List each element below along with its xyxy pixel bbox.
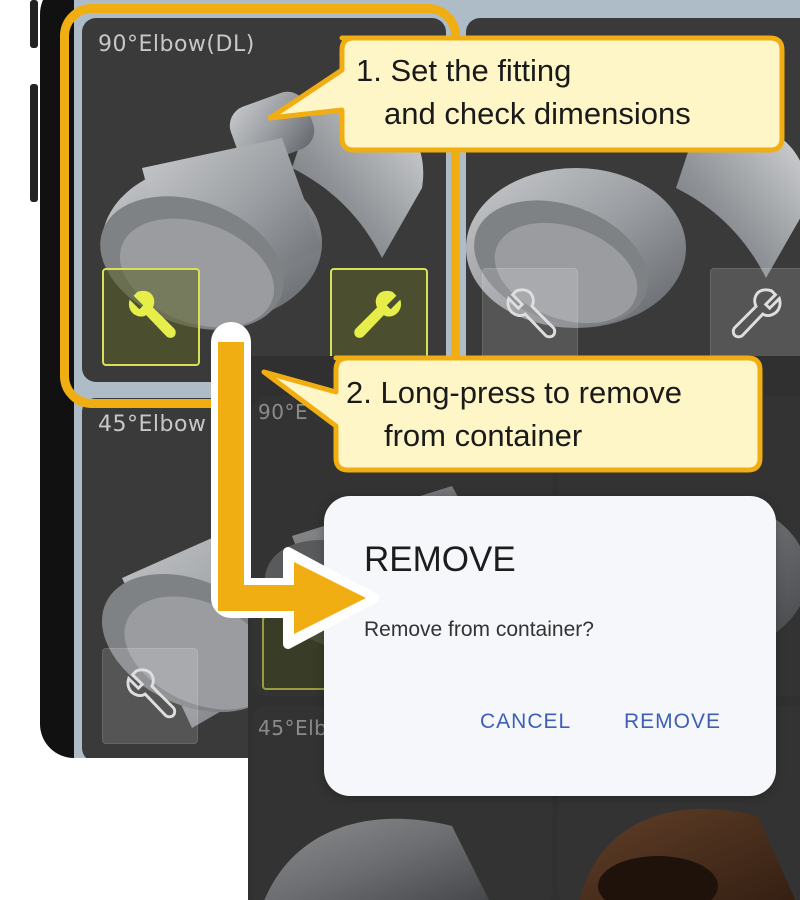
wrench-icon xyxy=(354,290,402,338)
dialog-message: Remove from container? xyxy=(364,618,594,641)
check-dimensions-button[interactable] xyxy=(330,268,428,366)
fitting-3d-preview xyxy=(466,122,800,328)
callout-1-bubble xyxy=(267,35,785,153)
phone-side-button xyxy=(30,84,38,202)
fitting-card-title: 45°Elb xyxy=(258,716,328,740)
callout-2-line2: from container xyxy=(384,418,583,453)
callout-2-bubble xyxy=(261,355,763,473)
callout-1-line2: and check dimensions xyxy=(384,96,691,131)
set-fitting-button[interactable] xyxy=(102,268,200,366)
cancel-button[interactable]: CANCEL xyxy=(480,710,572,733)
phone-side-button xyxy=(30,0,38,48)
fitting-card-title: 90°Elbow(DL) xyxy=(98,32,255,57)
check-dimensions-button[interactable] xyxy=(710,268,800,364)
fitting-card-90-elbow[interactable]: 90°Elbow(DL) xyxy=(82,18,446,382)
wrench-icon xyxy=(128,290,176,338)
remove-button[interactable]: REMOVE xyxy=(624,710,722,733)
fitting-3d-preview xyxy=(579,808,796,900)
fitting-card-title: 90°E xyxy=(258,400,309,424)
callout-1-line1: 1. Set the fitting xyxy=(356,53,572,88)
wrench-icon xyxy=(506,288,557,339)
wrench-icon xyxy=(126,668,177,719)
callout-2-line1: 2. Long-press to remove xyxy=(346,375,683,410)
remove-dialog: REMOVE Remove from container? CANCEL REM… xyxy=(324,496,776,796)
fitting-3d-preview xyxy=(264,818,489,900)
set-fitting-button[interactable] xyxy=(102,648,198,744)
fitting-card-title: 45°Elbow xyxy=(98,412,207,437)
wrench-icon xyxy=(731,288,782,339)
dialog-title: REMOVE xyxy=(364,540,516,579)
